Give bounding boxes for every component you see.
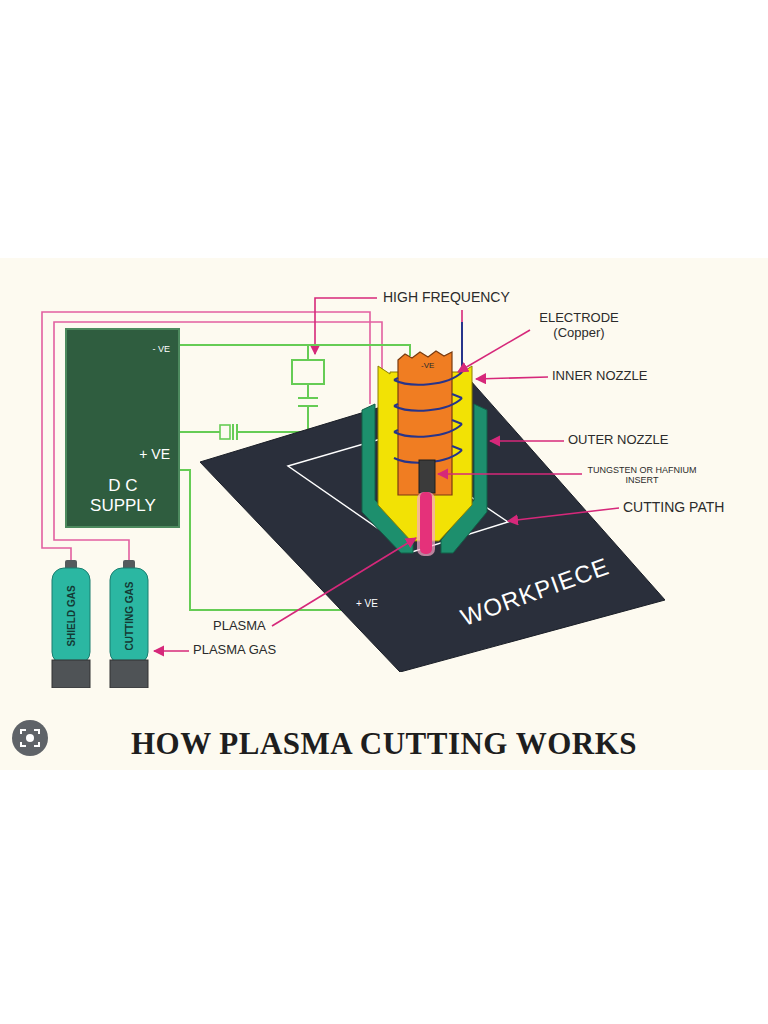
coil-turn <box>394 430 398 432</box>
tungsten-insert <box>419 460 435 493</box>
cylinder-base <box>110 660 148 688</box>
part-label: CUTTING PATH <box>623 499 724 515</box>
lens-icon-frame <box>21 730 39 746</box>
leader-line <box>490 440 564 442</box>
coil-winding <box>394 372 462 463</box>
coil-turn <box>452 394 462 398</box>
leader-line <box>461 310 463 322</box>
lens-icon <box>12 720 48 756</box>
coil-turn <box>452 420 462 424</box>
plasma-jet <box>420 492 432 554</box>
part-label: ELECTRODE (Copper) <box>533 311 625 341</box>
part-label: TUNGSTEN OR HAFNIUM INSERT <box>585 465 699 486</box>
cylinder-label: CUTTING GAS <box>124 582 135 651</box>
hf-wire <box>307 345 309 432</box>
coil-turn <box>452 446 462 450</box>
gas-cylinder: SHIELD GAS <box>50 560 92 688</box>
cylinder-label: SHIELD GAS <box>66 585 77 646</box>
supply-name: D C SUPPLY <box>87 476 159 515</box>
coil-turn <box>394 424 462 437</box>
leader-line <box>272 538 416 626</box>
coil-turn <box>394 372 462 385</box>
lens-icon-dot <box>26 734 34 742</box>
terminal-label: + VE <box>356 598 378 609</box>
part-label: OUTER NOZZLE <box>568 433 668 448</box>
terminal-label: -VE <box>421 361 434 370</box>
coil-turn <box>394 378 398 380</box>
part-label: PLASMA <box>213 619 266 634</box>
leader-line <box>438 473 582 475</box>
coil-lead <box>461 322 463 372</box>
capacitor-symbol <box>298 398 318 406</box>
hf-generator <box>292 360 324 384</box>
terminal-label: - VE <box>152 344 170 354</box>
plasma-glow <box>417 492 435 556</box>
leader-line <box>458 330 530 372</box>
negative-wire <box>180 345 410 356</box>
cylinder-body <box>52 568 90 664</box>
leader-line <box>508 508 619 521</box>
leader-line <box>476 377 548 379</box>
part-label: HIGH FREQUENCY <box>383 289 510 305</box>
diagram-title: HOW PLASMA CUTTING WORKS <box>0 726 768 762</box>
leader-line <box>154 650 189 652</box>
part-label: PLASMA GAS <box>193 643 276 658</box>
cylinder-body <box>110 568 148 664</box>
terminal-label: + VE <box>139 446 170 462</box>
coil-turn <box>394 398 462 411</box>
capacitor-symbol <box>233 424 237 440</box>
power-supply-box: - VE + VE D C SUPPLY <box>65 328 180 528</box>
gas-cylinder: CUTTING GAS <box>108 560 150 688</box>
part-label: INNER NOZZLE <box>552 369 647 384</box>
resistor-symbol <box>220 425 230 439</box>
coil-turn <box>394 404 398 406</box>
cylinder-base <box>52 660 90 688</box>
